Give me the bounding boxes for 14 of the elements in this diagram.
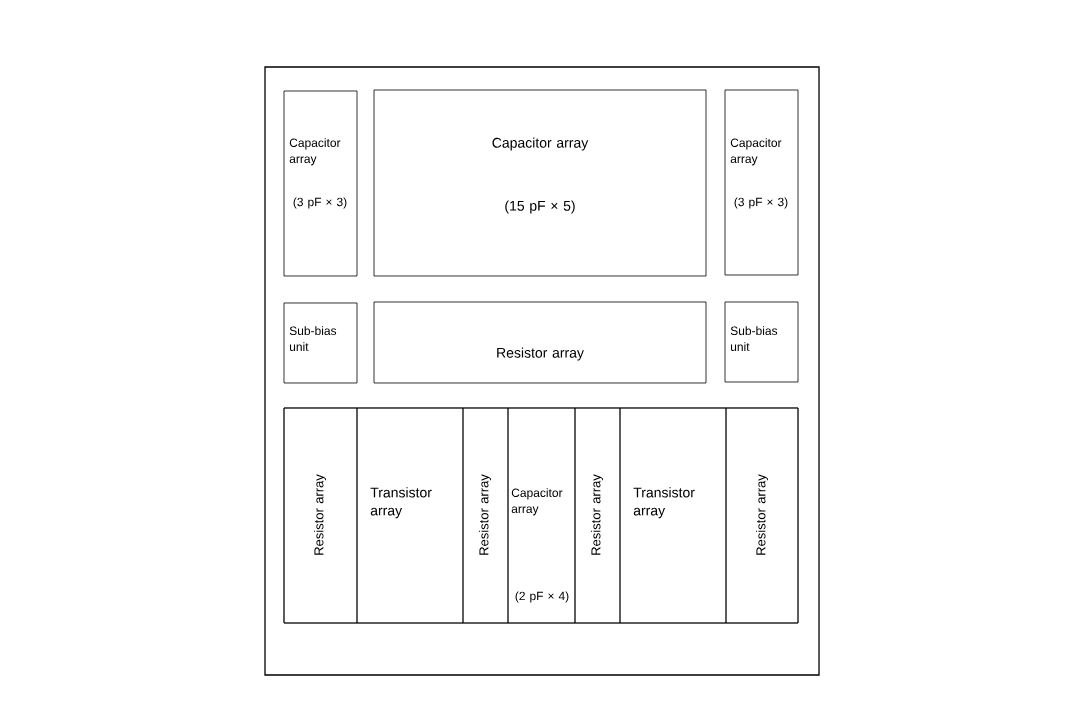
array-block: Capacitor array (2 pF × 4) — [507, 407, 576, 624]
array-block: Capacitor array (3 pF × 3) — [283, 90, 358, 277]
array-block: Resistor array — [574, 407, 621, 624]
array-block: Sub-bias unit — [283, 302, 358, 384]
array-block: Resistor array — [462, 407, 509, 624]
array-block: Sub-bias unit — [724, 301, 799, 383]
array-block: Resistor array — [283, 407, 358, 624]
array-block: Resistor array — [373, 301, 707, 384]
array-block: Transistor array — [356, 407, 464, 624]
array-block: Transistor array — [619, 407, 727, 624]
array-block: Resistor array — [725, 407, 799, 624]
chip-outline — [264, 66, 820, 676]
array-block: Capacitor array (3 pF × 3) — [724, 89, 799, 276]
array-block: Capacitor array (15 pF × 5) — [373, 89, 707, 277]
